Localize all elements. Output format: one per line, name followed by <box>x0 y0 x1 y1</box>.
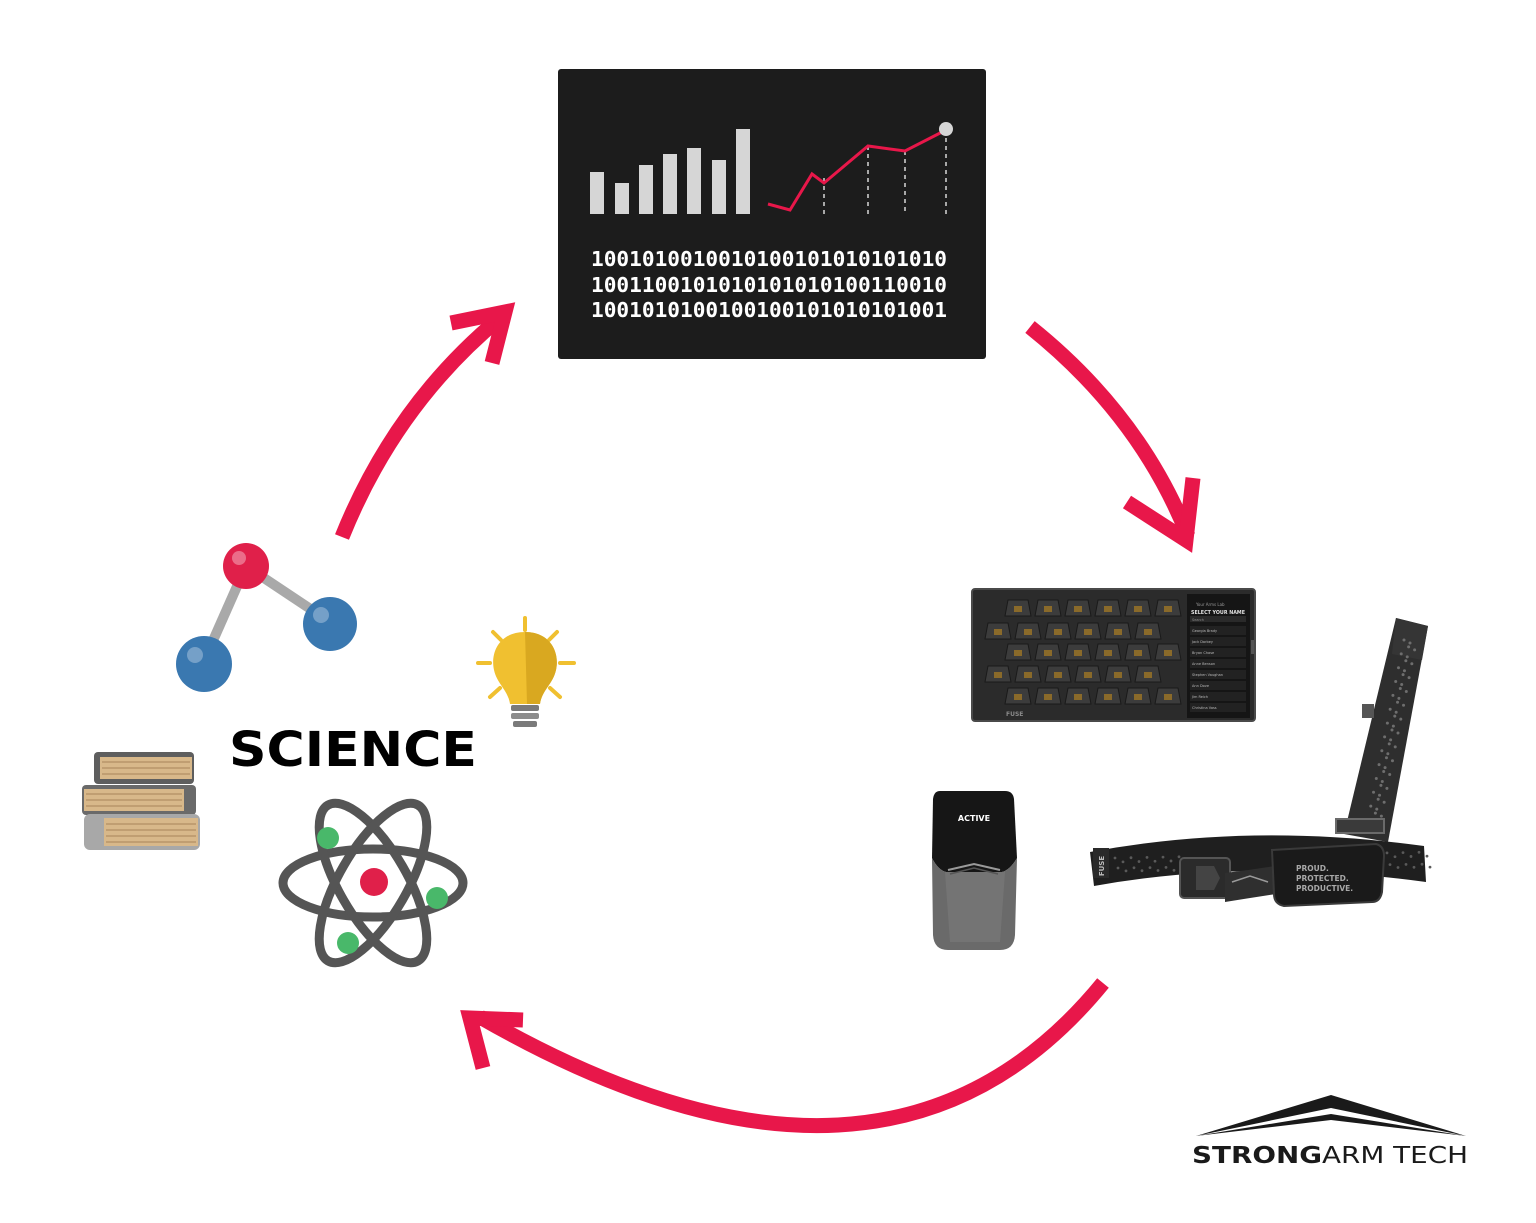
charging-slot <box>1094 599 1122 617</box>
harness-tagline-line: PROTECTED. <box>1296 874 1349 883</box>
charging-slot <box>1064 687 1092 705</box>
charging-slot <box>1124 687 1152 705</box>
harness-device: FUSE PROUD. PROTECTED. PRODUCTIVE. <box>1090 618 1432 908</box>
charging-slot <box>1004 643 1032 661</box>
molecule-icon <box>176 543 357 692</box>
charging-slot <box>1074 622 1102 640</box>
harness-tagline-line: PROUD. <box>1296 864 1329 873</box>
binary-data-text: 1001010010010100101010101010 10011001010… <box>591 247 947 322</box>
charging-slot <box>1044 622 1072 640</box>
charging-slot <box>1094 687 1122 705</box>
data-panel-background <box>558 69 986 359</box>
charging-slot <box>1104 665 1132 683</box>
tablet-name-row[interactable] <box>1190 703 1246 712</box>
station-brand: FUSE <box>1006 711 1023 718</box>
tablet-header: Your Arms Lab <box>1195 602 1225 607</box>
arrow-devices-to-science <box>460 978 1109 1134</box>
tablet-name: Anne Benson <box>1192 662 1215 666</box>
harness-tagline-line: PRODUCTIVE. <box>1296 884 1353 893</box>
charging-slot <box>1064 643 1092 661</box>
bar-chart-icon <box>590 129 750 214</box>
charging-slot <box>1104 622 1132 640</box>
tablet-name: Ann Dove <box>1192 684 1209 688</box>
science-cluster: SCIENCE <box>82 543 576 968</box>
charging-slot <box>1034 643 1062 661</box>
tablet-name: Christina Vass <box>1192 706 1217 710</box>
binary-row: 1001010100100100101010101001 <box>591 298 947 322</box>
line-chart-icon <box>767 122 953 214</box>
charging-slot <box>1004 687 1032 705</box>
charging-slot <box>1134 622 1162 640</box>
tablet-name-row[interactable] <box>1190 670 1246 679</box>
data-panel: 1001010010010100101010101010 10011001010… <box>558 69 986 359</box>
tablet-name: Jack Darbey <box>1191 640 1213 644</box>
charging-slot <box>1044 665 1072 683</box>
lightbulb-icon <box>476 616 576 727</box>
charging-slot <box>1124 643 1152 661</box>
strap-perforation <box>1369 638 1417 818</box>
charging-slot <box>1154 643 1182 661</box>
tablet-name-row[interactable] <box>1190 692 1246 701</box>
charging-slot <box>1154 687 1182 705</box>
charging-slot-grid <box>984 599 1182 705</box>
harness-side-brand: FUSE <box>1098 856 1106 877</box>
binary-row: 1001100101010101010100110010 <box>591 273 947 297</box>
binary-row: 1001010010010100101010101010 <box>591 247 947 271</box>
books-icon <box>82 752 200 850</box>
charging-slot <box>984 665 1012 683</box>
tablet-side-button <box>1251 640 1254 654</box>
science-label: SCIENCE <box>229 722 477 778</box>
charging-slot <box>1124 599 1152 617</box>
tablet-name: Jim Reich <box>1191 695 1208 699</box>
tablet-name-row[interactable] <box>1190 637 1246 646</box>
strongarm-logo-icon <box>1196 1095 1466 1136</box>
tablet-name-row[interactable] <box>1190 648 1246 657</box>
charging-slot <box>1134 665 1162 683</box>
charging-slot <box>1014 665 1042 683</box>
charging-slot <box>1094 643 1122 661</box>
charging-station: FUSE Your Arms Lab SELECT YOUR NAME Sear… <box>971 588 1256 722</box>
tablet-search-text: Search <box>1192 618 1204 622</box>
tablet-name: Stephen Vaughan <box>1192 673 1223 677</box>
tablet-name: Bryan Chase <box>1192 651 1214 655</box>
sensor-device: ACTIVE <box>932 791 1017 950</box>
cycle-arrows <box>335 302 1201 1134</box>
tablet-name-row[interactable] <box>1190 659 1246 668</box>
charging-slot <box>1064 599 1092 617</box>
tablet-name-row[interactable] <box>1190 626 1246 635</box>
charging-slot <box>1034 599 1062 617</box>
charging-slot <box>1004 599 1032 617</box>
charging-slot <box>984 622 1012 640</box>
charging-slot <box>1034 687 1062 705</box>
tablet-name-row[interactable] <box>1190 681 1246 690</box>
arrow-science-to-data <box>335 302 516 540</box>
sensor-label: ACTIVE <box>958 814 990 823</box>
logo-strong: STRONG <box>1192 1143 1322 1169</box>
tablet-title: SELECT YOUR NAME <box>1191 610 1246 616</box>
arrow-data-to-devices <box>1025 321 1201 553</box>
charging-slot <box>1014 622 1042 640</box>
charging-slot <box>1154 599 1182 617</box>
charging-slot <box>1074 665 1102 683</box>
logo-rest: ARM TECH <box>1322 1143 1468 1169</box>
devices-cluster: FUSE Your Arms Lab SELECT YOUR NAME Sear… <box>932 588 1432 950</box>
tablet-search-field[interactable] <box>1190 616 1246 622</box>
tablet-name: Georgia Brady <box>1192 629 1217 633</box>
atom-icon <box>278 798 468 968</box>
